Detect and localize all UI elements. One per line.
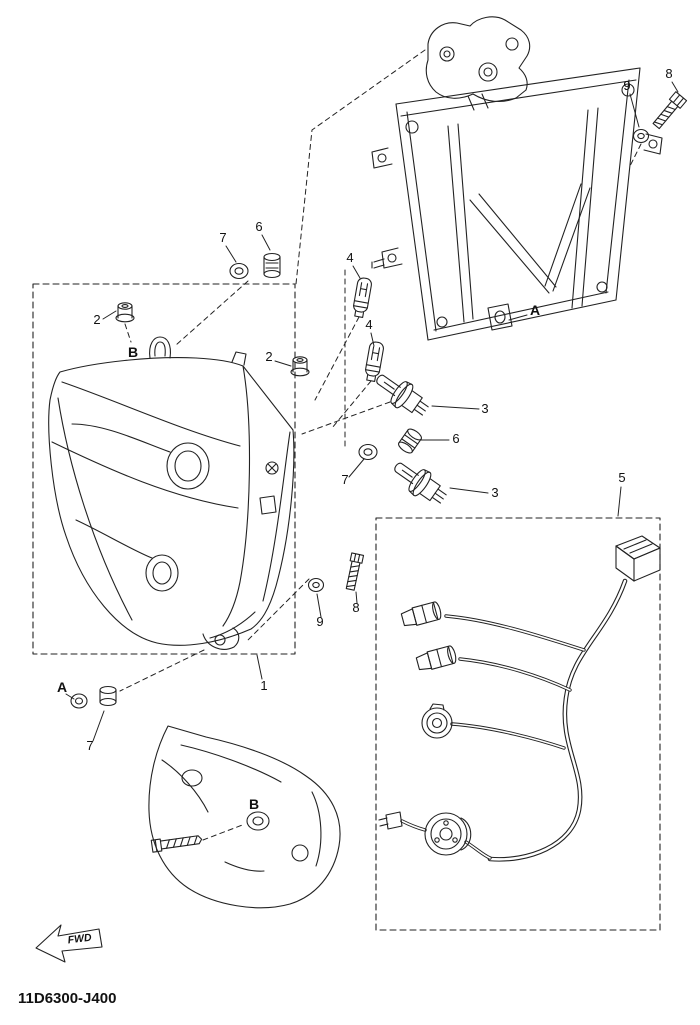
callout-labels: 8 9 7 6 2 B 4 4 2 A 3 6 7 3 5 9 8 1 A 7 …: [18, 66, 673, 1007]
pigtail-connector: [378, 811, 403, 830]
nut-2-mid: [290, 356, 310, 377]
projector-lens-high: [166, 442, 210, 490]
callout-9-mid: 9: [316, 614, 323, 629]
ref-b-lower: B: [249, 796, 259, 812]
collar-lower: [99, 685, 117, 707]
leader-lines: [65, 81, 679, 742]
headlight-coupler: [424, 812, 472, 856]
damper-6-mid: [398, 428, 422, 454]
washer-9-top: [632, 128, 650, 144]
callout-3-second: 3: [491, 485, 498, 500]
callout-6-mid: 6: [452, 431, 459, 446]
bulb-socket-1: [400, 601, 442, 627]
wire-harness-box: [375, 517, 661, 931]
part-code: 11D6300-J400: [18, 990, 116, 1007]
washer-9-mid: [307, 577, 325, 593]
callout-1: 1: [260, 678, 267, 693]
callout-7-upper: 7: [219, 230, 226, 245]
callout-2-left: 2: [93, 312, 100, 327]
damper-6-upper: [263, 252, 281, 279]
callout-4-first: 4: [346, 250, 353, 265]
frame-clip-a: [487, 303, 513, 331]
washer-7-upper: [229, 262, 249, 280]
bolt-bracket: [150, 835, 203, 853]
headlight-outline: [48, 357, 295, 646]
callout-9-top: 9: [623, 78, 630, 93]
headlight-top-tab: [149, 336, 171, 359]
bulb-socket-2: [415, 645, 457, 671]
nut-2-left: [115, 302, 135, 323]
headlight-assembly-box: [32, 283, 296, 655]
ref-a-frame: A: [530, 302, 540, 318]
ref-b-upper: B: [128, 344, 138, 360]
screw-8-mid: [345, 552, 365, 591]
callout-2-mid: 2: [265, 349, 272, 364]
callout-6-upper: 6: [255, 219, 262, 234]
bulb-3-second: [394, 462, 447, 504]
bracket-hole-b: [246, 811, 270, 831]
bulb-4-second: [364, 341, 384, 382]
bulb-3-first: [376, 374, 429, 416]
fwd-arrow: [35, 924, 103, 963]
bolt-8-top: [652, 91, 688, 130]
bulb-4-first: [352, 277, 372, 318]
callout-7-mid: 7: [341, 472, 348, 487]
callout-4-second: 4: [365, 317, 372, 332]
ref-a-lower: A: [57, 679, 67, 695]
callout-7-lower: 7: [86, 738, 93, 753]
wiring-harness: [378, 535, 661, 862]
callout-8-top: 8: [665, 66, 672, 81]
headlight-stay-frame: [371, 16, 663, 341]
harness-connector-block: [615, 535, 661, 582]
washer-7-lower: [70, 693, 88, 709]
lower-stay-bracket: [148, 725, 341, 909]
callout-5: 5: [618, 470, 625, 485]
projector-lens-low: [145, 554, 179, 592]
callout-3-first: 3: [481, 401, 488, 416]
headlight-bottom-mount: [202, 627, 240, 650]
fwd-label: FWD: [67, 932, 93, 947]
position-socket: [421, 703, 453, 739]
callout-8-mid: 8: [352, 600, 359, 615]
assembly-guide-lines: [119, 49, 642, 841]
washer-7-mid: [358, 443, 378, 461]
headlight-unit: [48, 336, 295, 650]
